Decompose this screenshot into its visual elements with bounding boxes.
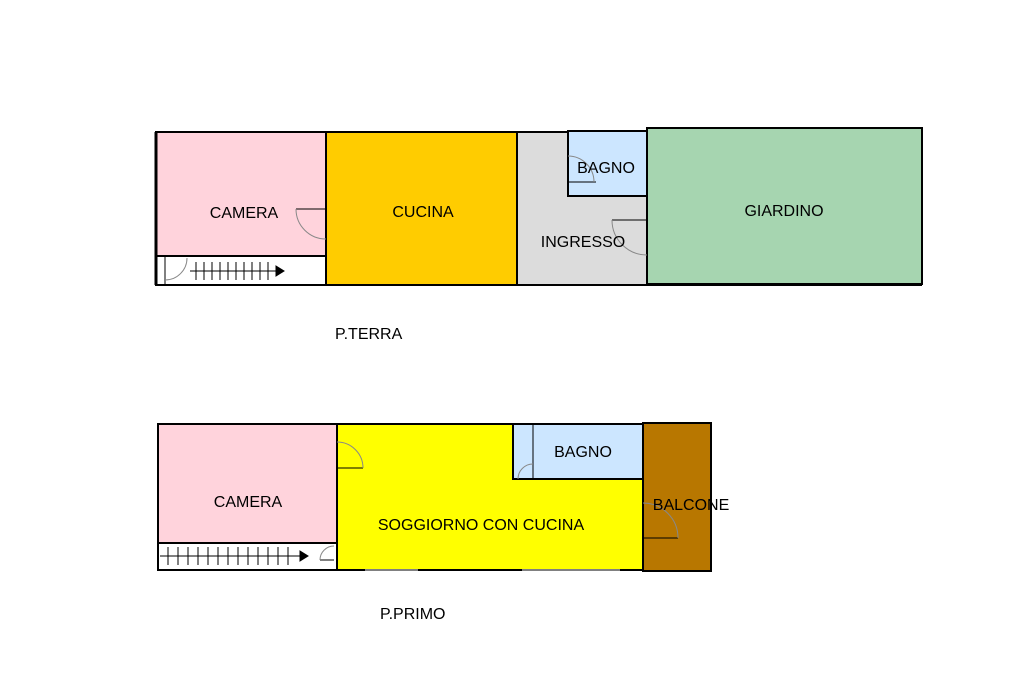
first-stair-door bbox=[319, 545, 335, 561]
first-bagno-door bbox=[517, 424, 534, 480]
ground-stairs bbox=[190, 262, 285, 280]
first-stairs bbox=[160, 547, 309, 565]
first-camera-room bbox=[157, 423, 338, 544]
ground-ingresso-door bbox=[611, 219, 648, 256]
ground-cucina-label: CUCINA bbox=[392, 204, 454, 221]
ground-bagno-door bbox=[567, 155, 596, 183]
ground-camera-room bbox=[155, 131, 327, 257]
ground-bagno-label: BAGNO bbox=[577, 160, 635, 177]
first-bagno-room bbox=[512, 423, 644, 480]
ground-cucina-room bbox=[325, 131, 518, 286]
first-camera-label: CAMERA bbox=[214, 494, 283, 511]
first-balcone-label: BALCONE bbox=[653, 497, 729, 514]
first-floor-label: P.PRIMO bbox=[380, 606, 446, 623]
first-soggiorno-door bbox=[336, 441, 364, 469]
ground-floor-label: P.TERRA bbox=[335, 326, 403, 343]
first-balcone-door bbox=[642, 502, 679, 539]
first-soggiorno-label: SOGGIORNO CON CUCINA bbox=[378, 517, 585, 534]
ground-camera-door bbox=[295, 208, 327, 240]
first-balcone-room bbox=[642, 422, 712, 572]
first-bagno-label: BAGNO bbox=[554, 444, 612, 461]
ground-giardino-room bbox=[646, 127, 923, 285]
ground-stair-door bbox=[164, 256, 188, 285]
first-floor: CAMERA SOGGIORNO CON CUCINA BAGNO BALCON… bbox=[157, 422, 729, 623]
ground-camera-label: CAMERA bbox=[210, 205, 279, 222]
ground-giardino-label: GIARDINO bbox=[744, 203, 823, 220]
ground-ingresso-label: INGRESSO bbox=[541, 234, 625, 251]
ground-floor: CAMERA CUCINA INGRESSO BAGNO GIARDINO P.… bbox=[154, 127, 923, 343]
